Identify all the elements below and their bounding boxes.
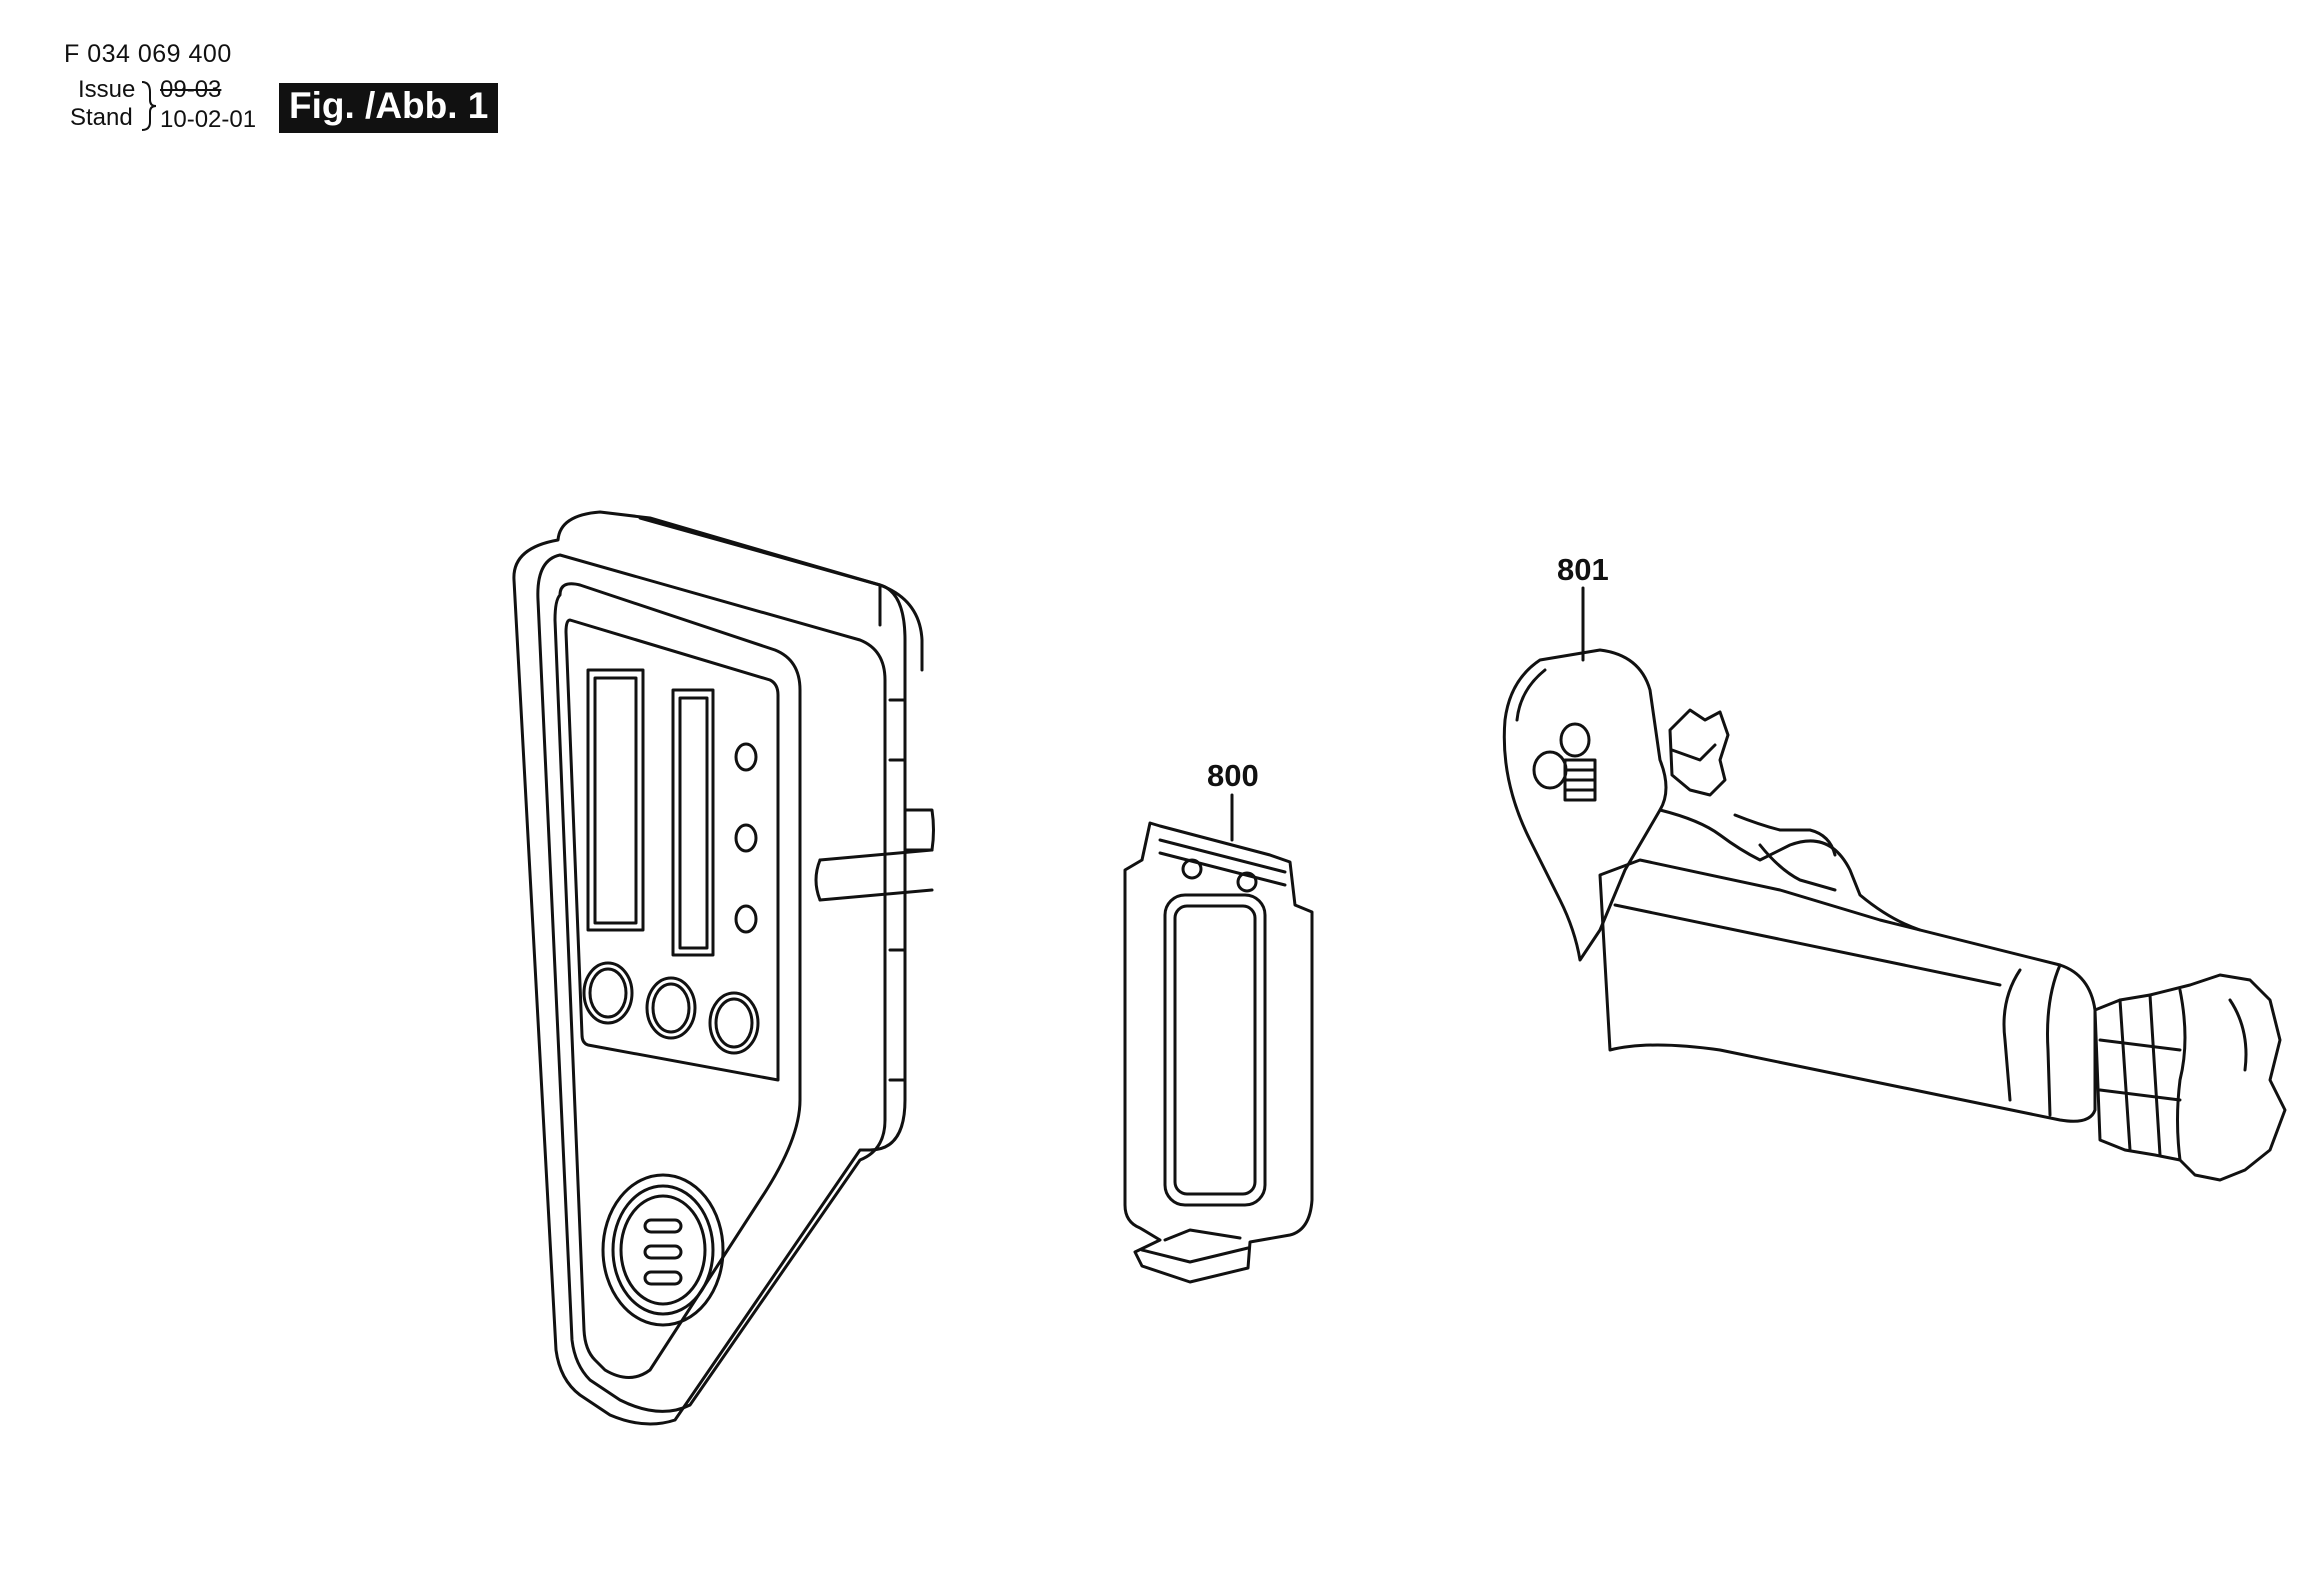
laser-receiver-illustration <box>512 510 935 1426</box>
holder-clamp-illustration <box>1502 648 2287 1182</box>
brace-icon <box>141 81 157 131</box>
battery-cover-illustration <box>1123 821 1314 1284</box>
part-label-800: 800 <box>1207 758 1259 793</box>
issue-label: Issue <box>78 76 136 103</box>
figure-label: Fig. /Abb. 1 <box>279 83 499 133</box>
drawing-header: F 034 069 400 Issue Stand 09-03 10-02-01… <box>64 40 524 140</box>
stand-date: 10-02-01 <box>160 106 257 133</box>
issue-date: 09-03 <box>160 76 222 103</box>
part-number: F 034 069 400 <box>64 40 232 68</box>
part-label-801: 801 <box>1557 552 1609 587</box>
stand-label: Stand <box>70 104 133 131</box>
